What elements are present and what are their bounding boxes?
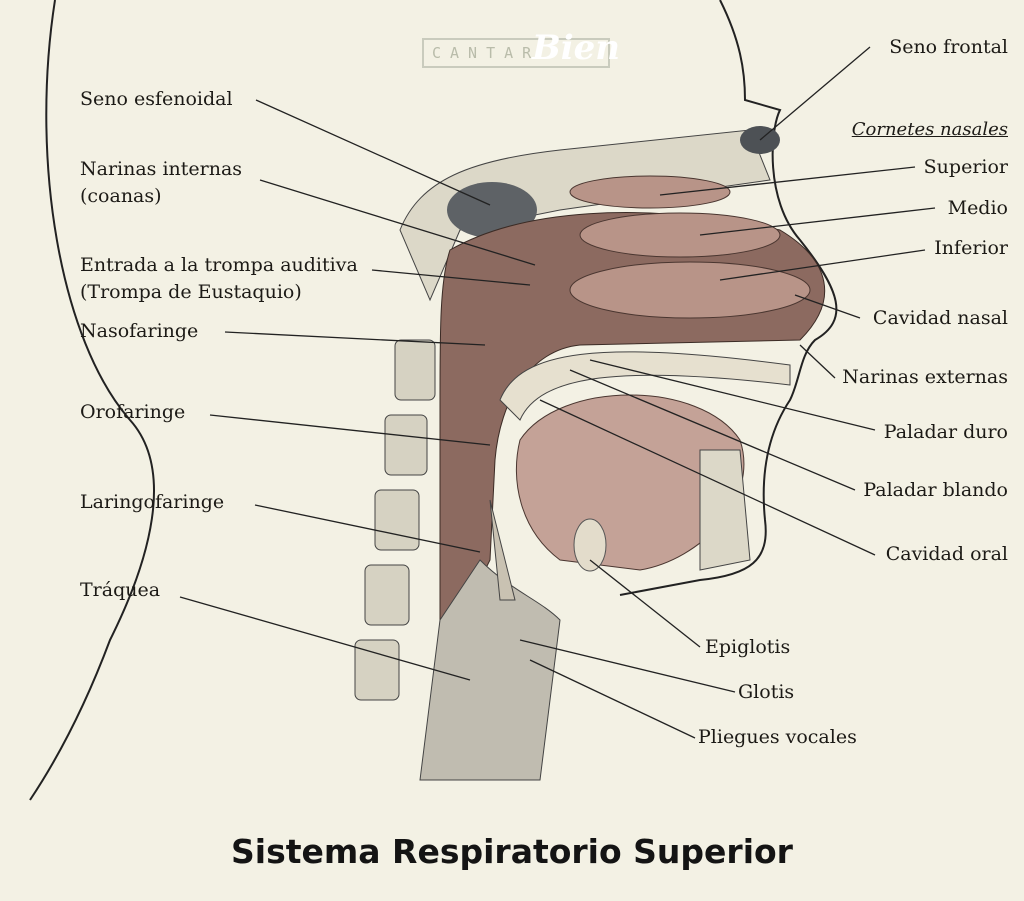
label-superior: Superior bbox=[923, 156, 1008, 178]
label-coanas: (coanas) bbox=[80, 185, 162, 207]
label-laringofaringe: Laringofaringe bbox=[80, 491, 225, 513]
label-paladar-duro: Paladar duro bbox=[883, 421, 1008, 443]
label-narinas-internas: Narinas internas bbox=[80, 158, 243, 180]
label-nasofaringe: Nasofaringe bbox=[80, 320, 199, 342]
logo-text-cantar: CANTAR bbox=[432, 44, 541, 62]
cervical-spine bbox=[354, 339, 436, 701]
label-cavidad-nasal: Cavidad nasal bbox=[872, 307, 1008, 329]
label-seno-frontal: Seno frontal bbox=[889, 36, 1008, 58]
hyoid bbox=[573, 518, 607, 572]
label-orofaringe: Orofaringe bbox=[80, 401, 186, 423]
superior-turbinate bbox=[569, 175, 731, 209]
skull-base bbox=[399, 129, 771, 302]
epiglottis-shape bbox=[489, 499, 516, 601]
face-outline bbox=[619, 0, 838, 596]
label-inferior: Inferior bbox=[934, 237, 1008, 259]
label-epiglotis: Epiglotis bbox=[705, 636, 791, 658]
label-cavidad-oral: Cavidad oral bbox=[885, 543, 1008, 565]
heading-cornetes-nasales: Cornetes nasales bbox=[851, 119, 1008, 140]
label-pliegues-vocales: Pliegues vocales bbox=[698, 726, 857, 748]
label-entrada-trompa: Entrada a la trompa auditiva bbox=[80, 254, 358, 276]
inferior-turbinate bbox=[569, 261, 811, 319]
label-glotis: Glotis bbox=[738, 681, 795, 703]
head-outline bbox=[29, 0, 155, 801]
trachea bbox=[419, 559, 561, 781]
label-seno-esfenoidal: Seno esfenoidal bbox=[80, 88, 233, 110]
logo-text-bien: Bien bbox=[532, 28, 621, 68]
middle-turbinate bbox=[579, 212, 781, 258]
palate bbox=[499, 351, 791, 421]
label-narinas-externas: Narinas externas bbox=[842, 366, 1008, 388]
label-traquea: Tráquea bbox=[80, 579, 161, 601]
cantar-bien-logo: CANTAR Bien bbox=[422, 28, 620, 68]
label-trompa-eustaquio: (Trompa de Eustaquio) bbox=[80, 281, 302, 303]
diagram-title: Sistema Respiratorio Superior bbox=[231, 832, 793, 871]
label-paladar-blando: Paladar blando bbox=[863, 479, 1008, 501]
label-medio: Medio bbox=[947, 197, 1008, 219]
leader-lines bbox=[179, 46, 936, 739]
